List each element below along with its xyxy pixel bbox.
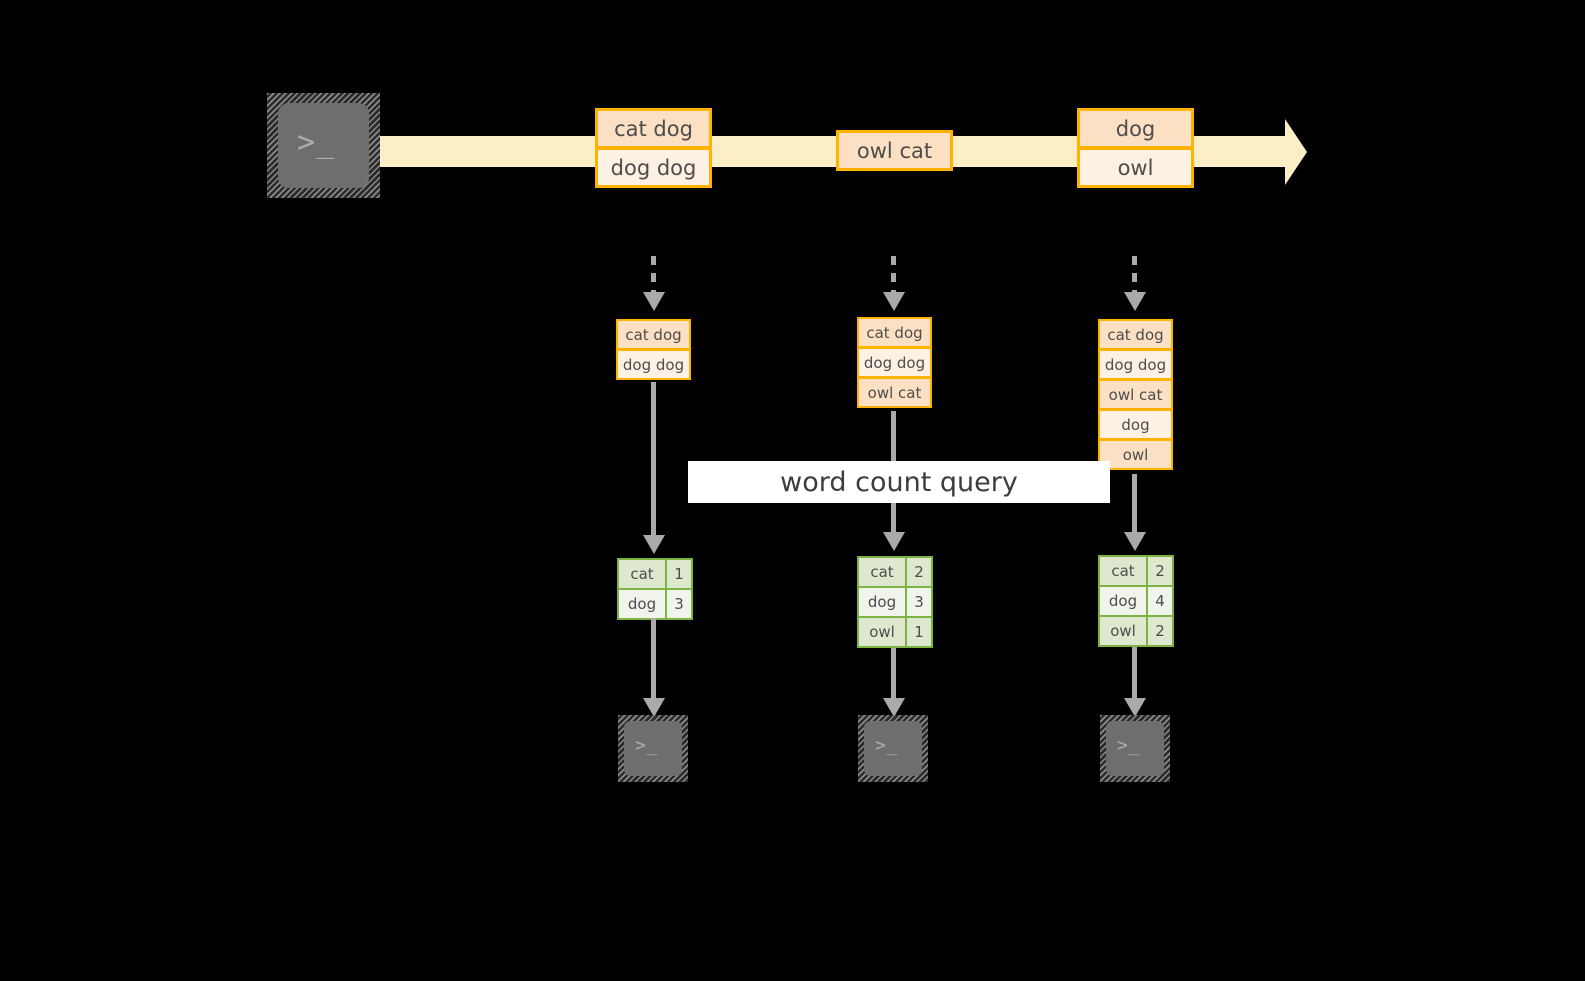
stream-event-box[interactable]: dog: [1077, 108, 1194, 149]
snapshot-2-result-table[interactable]: cat 2 dog 3 owl 1: [857, 556, 933, 648]
snapshot-2-to-result-arrowhead: [883, 532, 905, 551]
result-count: 3: [665, 588, 693, 620]
sink-terminal-icon-3[interactable]: >_: [1100, 715, 1170, 782]
snapshot-3-to-sink-line: [1132, 647, 1137, 698]
snapshot-3-to-result-arrowhead: [1124, 532, 1146, 551]
result-word: cat: [1098, 555, 1148, 587]
table-row: owl 2: [1098, 615, 1174, 647]
result-word: owl: [1098, 615, 1148, 647]
snapshot-event-row[interactable]: cat dog: [1098, 319, 1173, 350]
result-word: cat: [617, 558, 667, 590]
snapshot-1-to-result-line: [651, 382, 656, 535]
terminal-prompt-glyph: >_: [875, 735, 899, 756]
stream-event-box[interactable]: owl: [1077, 147, 1194, 188]
sink-terminal-icon-1[interactable]: >_: [618, 715, 688, 782]
snapshot-event-row[interactable]: owl: [1098, 439, 1173, 470]
snapshot-event-row[interactable]: owl cat: [1098, 379, 1173, 410]
sink-terminal-icon-2[interactable]: >_: [858, 715, 928, 782]
terminal-prompt-glyph: >_: [1117, 735, 1141, 756]
query-banner-label: word count query: [780, 466, 1018, 498]
result-word: dog: [617, 588, 667, 620]
result-count: 2: [905, 556, 933, 588]
snapshot-1-event-stack: cat dog dog dog: [616, 319, 691, 380]
result-count: 1: [905, 616, 933, 648]
stream-event-box[interactable]: owl cat: [836, 130, 953, 171]
snapshot-event-row[interactable]: cat dog: [616, 319, 691, 350]
result-word: dog: [857, 586, 907, 618]
snapshot-1-to-sink-arrowhead: [643, 698, 665, 717]
source-terminal-icon[interactable]: >_: [267, 93, 380, 198]
stream-tap-connector-2: [891, 256, 896, 292]
snapshot-event-row[interactable]: dog dog: [1098, 349, 1173, 380]
snapshot-event-row[interactable]: owl cat: [857, 377, 932, 408]
snapshot-3-event-stack: cat dog dog dog owl cat dog owl: [1098, 319, 1173, 470]
result-word: cat: [857, 556, 907, 588]
stream-tap-connector-1: [651, 256, 656, 292]
stream-tap-arrowhead-1: [643, 292, 665, 311]
result-count: 3: [905, 586, 933, 618]
stream-event-box[interactable]: cat dog: [595, 108, 712, 149]
snapshot-3-to-result-line: [1132, 474, 1137, 532]
stream-tap-arrowhead-2: [883, 292, 905, 311]
table-row: dog 3: [857, 586, 933, 618]
result-count: 2: [1146, 555, 1174, 587]
snapshot-2-to-sink-line: [891, 648, 896, 698]
snapshot-1-to-result-arrowhead: [643, 535, 665, 554]
event-stream-arrowhead: [1285, 119, 1307, 185]
stream-tap-connector-3: [1132, 256, 1137, 292]
query-banner: word count query: [688, 461, 1110, 503]
snapshot-event-row[interactable]: dog dog: [616, 349, 691, 380]
result-count: 1: [665, 558, 693, 590]
result-count: 2: [1146, 615, 1174, 647]
snapshot-1-to-sink-line: [651, 618, 656, 698]
result-word: owl: [857, 616, 907, 648]
snapshot-3-to-sink-arrowhead: [1124, 698, 1146, 717]
table-row: cat 1: [617, 558, 693, 590]
snapshot-3-result-table[interactable]: cat 2 dog 4 owl 2: [1098, 555, 1174, 647]
stream-event-box[interactable]: dog dog: [595, 147, 712, 188]
snapshot-2-event-stack: cat dog dog dog owl cat: [857, 317, 932, 408]
result-count: 4: [1146, 585, 1174, 617]
result-word: dog: [1098, 585, 1148, 617]
stream-tap-arrowhead-3: [1124, 292, 1146, 311]
terminal-body: [1106, 721, 1164, 776]
table-row: cat 2: [857, 556, 933, 588]
terminal-prompt-glyph: >_: [635, 735, 659, 756]
snapshot-1-result-table[interactable]: cat 1 dog 3: [617, 558, 693, 620]
terminal-body: [278, 103, 369, 188]
terminal-body: [864, 721, 922, 776]
snapshot-event-row[interactable]: dog: [1098, 409, 1173, 440]
snapshot-event-row[interactable]: cat dog: [857, 317, 932, 348]
table-row: cat 2: [1098, 555, 1174, 587]
terminal-prompt-glyph: >_: [297, 125, 336, 160]
terminal-body: [624, 721, 682, 776]
snapshot-2-to-sink-arrowhead: [883, 698, 905, 717]
table-row: dog 3: [617, 588, 693, 620]
snapshot-event-row[interactable]: dog dog: [857, 347, 932, 378]
table-row: owl 1: [857, 616, 933, 648]
table-row: dog 4: [1098, 585, 1174, 617]
